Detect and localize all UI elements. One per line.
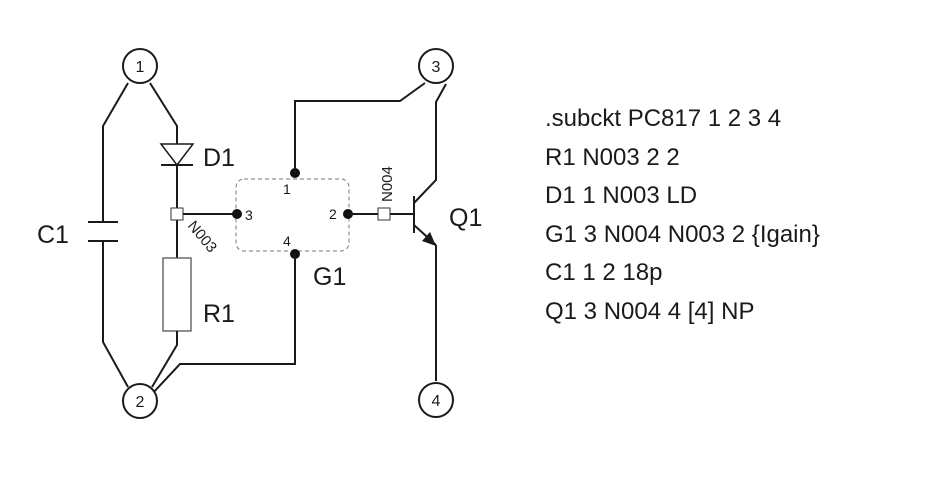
wire-g1-node3 — [294, 82, 426, 173]
g1-pin3-label: 3 — [245, 207, 253, 223]
g1-pin4-label: 4 — [283, 233, 291, 249]
g1-label: G1 — [313, 263, 346, 291]
d1-diode — [159, 143, 195, 167]
g1-pin2-label: 2 — [329, 206, 337, 222]
node-3: 3 — [418, 48, 454, 84]
d1-r1-branch — [149, 82, 195, 388]
n003-marker — [170, 207, 184, 221]
node-3-label: 3 — [432, 59, 441, 76]
g1-pin3-dot — [232, 209, 242, 219]
q1-label: Q1 — [449, 204, 482, 232]
node-4-label: 4 — [432, 393, 441, 410]
r1-resistor — [162, 257, 192, 332]
netlist-line: G1 3 N004 N003 2 {Igain} — [545, 220, 820, 248]
node-2: 2 — [122, 383, 158, 419]
netlist-line: .subckt PC817 1 2 3 4 — [545, 105, 782, 132]
n003-label: N003 — [184, 218, 220, 256]
node-1-label: 1 — [136, 59, 145, 76]
netlist-line: Q1 3 N004 4 [4] NP — [545, 297, 755, 325]
spice-netlist: .subckt PC817 1 2 3 4 R1 N003 2 2 D1 1 N… — [545, 100, 935, 331]
r1-label: R1 — [203, 300, 235, 328]
q1-transistor — [413, 83, 447, 381]
netlist-line: C1 1 2 18p — [545, 259, 663, 286]
netlist-line: D1 1 N003 LD — [545, 182, 698, 209]
c1-label: C1 — [37, 221, 69, 249]
netlist-line: R1 N003 2 2 — [545, 143, 680, 171]
g1-pin1-label: 1 — [283, 181, 291, 197]
node-4: 4 — [418, 382, 454, 418]
c1-branch — [88, 82, 129, 388]
d1-label: D1 — [203, 144, 235, 172]
n004-marker — [377, 207, 391, 221]
node-2-label: 2 — [136, 394, 145, 411]
n004-label: N004 — [379, 166, 396, 202]
node-1: 1 — [122, 48, 158, 84]
wire-g1-node2 — [151, 254, 296, 395]
